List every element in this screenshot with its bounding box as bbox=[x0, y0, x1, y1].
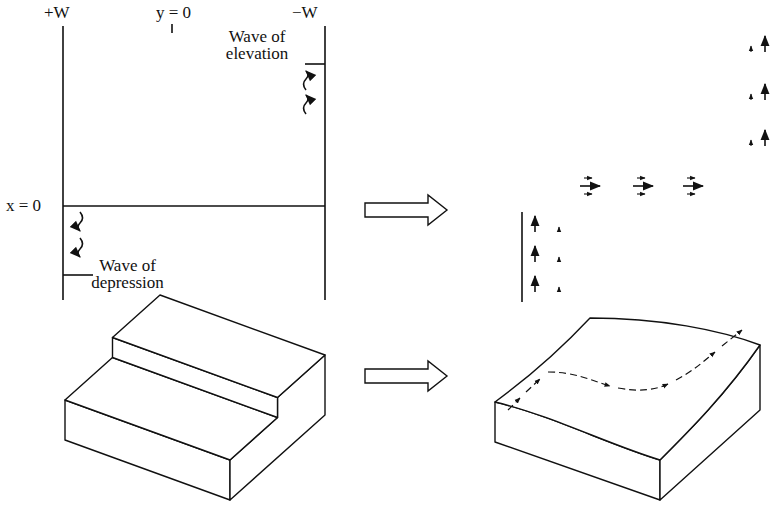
flow-arrow bbox=[548, 372, 610, 386]
wave-front bbox=[305, 63, 325, 65]
velocity-arrow bbox=[750, 94, 751, 100]
velocity-arrow bbox=[764, 130, 766, 146]
velocity-arrow bbox=[750, 140, 751, 146]
velocity-arrow bbox=[534, 246, 536, 262]
channel-wall bbox=[324, 26, 326, 300]
figure-label: Wave of elevation bbox=[212, 28, 302, 62]
velocity-arrow bbox=[534, 216, 536, 232]
velocity-arrow bbox=[764, 84, 766, 100]
block-face bbox=[113, 295, 326, 398]
transition-arrow bbox=[365, 195, 447, 391]
velocity-arrow bbox=[637, 177, 645, 178]
velocity-arrow bbox=[558, 227, 559, 232]
flow-arrow bbox=[676, 352, 715, 380]
figure-label: Wave of depression bbox=[80, 257, 175, 291]
figure-label: x = 0 bbox=[6, 197, 41, 214]
velocity-arrow bbox=[580, 185, 600, 187]
flow-arrow bbox=[526, 379, 540, 392]
wave-arrow bbox=[78, 238, 83, 257]
flow-field bbox=[522, 36, 765, 302]
wave-arrow bbox=[304, 71, 309, 90]
channel-wall bbox=[521, 212, 523, 302]
flow-path bbox=[508, 330, 742, 410]
velocity-arrow bbox=[584, 193, 592, 194]
velocity-arrow bbox=[687, 193, 695, 194]
velocity-arrow bbox=[687, 177, 695, 178]
channel-wall bbox=[62, 26, 64, 300]
velocity-arrow bbox=[683, 185, 703, 187]
step-line bbox=[63, 205, 325, 207]
velocity-arrow bbox=[637, 193, 645, 194]
velocity-arrow bbox=[584, 177, 592, 178]
wave-arrow bbox=[78, 212, 83, 231]
velocity-arrow bbox=[750, 46, 751, 52]
stepped-block bbox=[65, 295, 325, 500]
velocity-arrows bbox=[535, 36, 765, 292]
deformed-block bbox=[495, 318, 760, 500]
figure-label: y = 0 bbox=[156, 4, 191, 21]
velocity-arrow bbox=[534, 276, 536, 292]
wave-front bbox=[63, 274, 93, 276]
flow-arrow bbox=[618, 384, 668, 390]
figure-label: −W bbox=[292, 4, 318, 21]
velocity-arrow bbox=[558, 257, 559, 262]
hollow-arrow bbox=[365, 361, 447, 391]
hollow-arrow bbox=[365, 195, 447, 225]
wave-arrow bbox=[304, 95, 309, 114]
velocity-arrow bbox=[558, 287, 559, 292]
centre-tick bbox=[171, 24, 173, 33]
flow-arrow bbox=[722, 330, 742, 346]
channel-plan bbox=[63, 24, 325, 300]
flow-arrow bbox=[508, 398, 520, 410]
figure-label: +W bbox=[44, 4, 70, 21]
velocity-arrow bbox=[633, 185, 653, 187]
velocity-arrow bbox=[764, 36, 766, 52]
block-face bbox=[495, 318, 760, 460]
